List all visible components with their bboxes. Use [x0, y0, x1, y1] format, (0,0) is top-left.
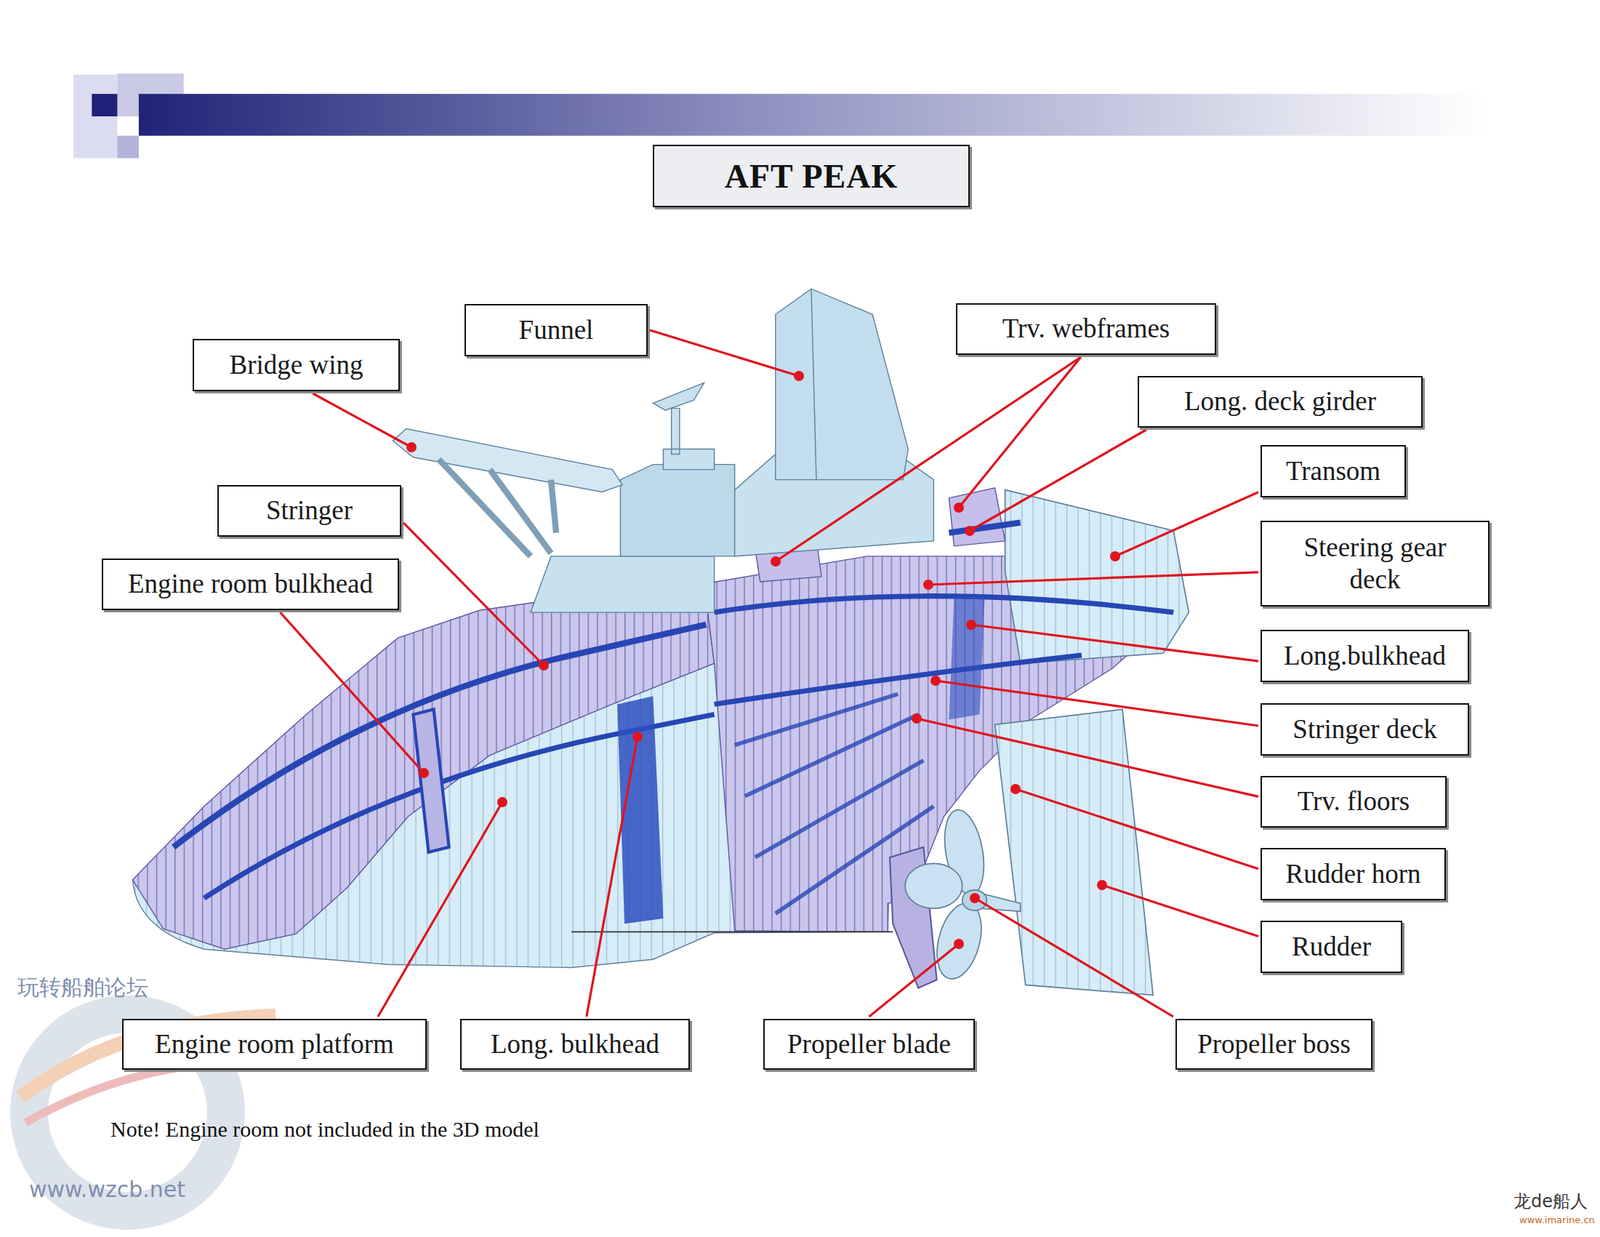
leader-line: [403, 522, 544, 666]
leader-dot: [632, 731, 643, 742]
engine-room-bulkhead: [412, 708, 449, 852]
label-box: Stringer: [217, 484, 402, 537]
leader-dot: [930, 675, 941, 686]
bridge-wing: [392, 428, 623, 492]
label-box: Trv. floors: [1260, 775, 1447, 828]
leader-line: [969, 429, 1147, 531]
label-box: Long.bulkhead: [1260, 629, 1470, 682]
steering-gear-deck: [714, 596, 1175, 613]
leader-line: [971, 624, 1259, 661]
leader-dot: [538, 660, 549, 671]
leader-line: [378, 801, 503, 1017]
leader-dot: [953, 502, 964, 513]
part-name: Rudder: [1291, 930, 1372, 963]
label-box: Propeller blade: [763, 1018, 975, 1070]
note-text: Note! Engine room not included in the 3D…: [110, 1116, 540, 1142]
leader-line: [586, 736, 638, 1017]
leader-line: [974, 897, 1174, 1017]
leader-line: [935, 680, 1259, 726]
part-name: Engine room bulkhead: [127, 567, 373, 600]
label-box: Long. bulkhead: [460, 1018, 690, 1070]
part-name: Long.bulkhead: [1283, 639, 1446, 672]
funnel: [775, 288, 908, 480]
transverse-frames: [132, 583, 714, 949]
deck-block: [530, 556, 715, 613]
part-name: Long. deck girder: [1184, 385, 1377, 418]
part-name: Propeller boss: [1197, 1027, 1351, 1060]
leader-dot: [969, 892, 980, 903]
label-box: Transom: [1260, 444, 1406, 498]
label-box: Bridge wing: [192, 338, 400, 392]
part-name: Engine room platform: [154, 1027, 395, 1060]
leader-dot: [953, 938, 964, 949]
long-bulkhead: [948, 596, 985, 719]
label-box: Long. deck girder: [1137, 375, 1423, 428]
label-box: Rudder horn: [1260, 847, 1446, 900]
leader-dot: [497, 796, 508, 807]
leader-dot: [770, 556, 781, 567]
part-name: Long. bulkhead: [490, 1027, 660, 1060]
part-name: Steering gear deck: [1284, 531, 1467, 597]
leader-dot: [406, 441, 417, 453]
keel-line: [571, 931, 893, 933]
leader-dot: [911, 713, 922, 724]
propeller: [905, 806, 1021, 983]
leader-line: [775, 356, 1081, 562]
part-name: Funnel: [519, 314, 594, 347]
title-box: AFT PEAK: [652, 144, 970, 208]
label-box: Funnel: [464, 303, 648, 357]
label-box: Rudder: [1260, 920, 1403, 973]
leader-line: [312, 393, 412, 448]
leader-line: [928, 572, 1259, 585]
leader-dot: [793, 370, 804, 381]
watermark-url: www.imarine.cn: [1519, 1213, 1595, 1225]
bridge-wing-support: [439, 459, 557, 557]
part-name: Rudder horn: [1285, 857, 1422, 890]
part-name: Trv. floors: [1297, 785, 1411, 818]
long-deck-girder: [948, 522, 1020, 533]
part-name: Stringer: [266, 494, 353, 527]
leader-line: [916, 718, 1259, 797]
watermark-brand: 龙de船人: [1513, 1189, 1588, 1213]
funnel-edge: [811, 288, 817, 480]
label-box: Engine room bulkhead: [101, 558, 400, 610]
label-box: Propeller boss: [1175, 1018, 1373, 1070]
part-name: Propeller blade: [787, 1027, 951, 1060]
part-name: Trv. webframes: [1002, 312, 1171, 345]
watermark-url: www.wzcb.net: [29, 1176, 186, 1202]
label-box: Stringer deck: [1260, 702, 1470, 756]
leader-line: [1115, 492, 1259, 557]
leader-dot: [964, 525, 975, 536]
leader-line: [1102, 884, 1259, 937]
leader-dot: [1010, 783, 1021, 794]
stringer-deck: [714, 654, 1082, 704]
part-name: Bridge wing: [229, 348, 364, 381]
part-name: Transom: [1285, 455, 1381, 488]
rudder: [995, 708, 1154, 995]
leader-dot: [966, 619, 977, 630]
label-box: Engine room platform: [122, 1018, 427, 1070]
leader-line: [869, 943, 960, 1017]
leader-dot: [418, 767, 429, 778]
leader-line: [279, 612, 424, 773]
watermark-text: 玩转船舶论坛: [17, 972, 149, 1003]
label-box: Trv. webframes: [955, 303, 1217, 355]
label-box: Steering gear deck: [1260, 520, 1490, 607]
part-name: Stringer deck: [1292, 713, 1437, 746]
webframe: [948, 487, 1005, 546]
leader-line: [649, 330, 799, 376]
leader-dot: [923, 579, 934, 590]
leader-line: [1015, 788, 1259, 869]
leader-line: [958, 356, 1081, 508]
leader-dot: [1110, 551, 1121, 562]
mast: [652, 382, 714, 469]
leader-dot: [1096, 879, 1108, 890]
accommodation: [620, 464, 735, 557]
